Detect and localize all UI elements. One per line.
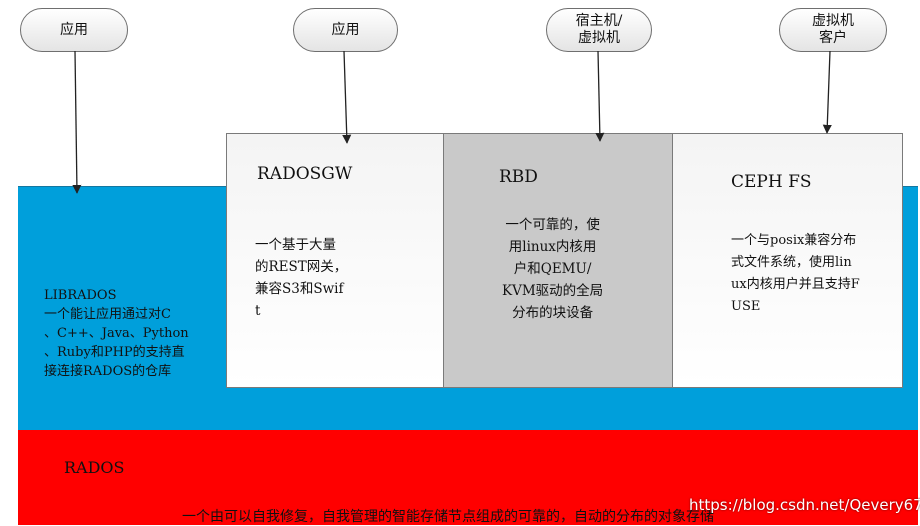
client-app-2: 应用 — [293, 8, 398, 52]
librados-text: LIBRADOS 一个能让应用通过对C 、C++、Java、Python 、Ru… — [44, 286, 189, 381]
rados-description: 一个由可以自我修复，自我管理的智能存储节点组成的可靠的，自动的分布的对象存储 — [182, 509, 714, 525]
watermark-text: https://blog.csdn.net/Qevery678 — [689, 496, 920, 514]
cephfs-description: 一个与posix兼容分布 式文件系统，使用lin ux内核用户并且支持F USE — [731, 233, 860, 314]
radosgw-description: 一个基于大量 的REST网关， 兼容S3和Swif t — [255, 237, 348, 319]
rbd-box: RBD 一个可靠的，使 用linux内核用 户和QEMU/ KVM驱动的全局 分… — [443, 133, 673, 388]
radosgw-title: RADOSGW — [257, 164, 353, 184]
librados-description: 一个能让应用通过对C 、C++、Java、Python 、Ruby和PHP的支持… — [44, 307, 189, 379]
client-vm-guest-label: 虚拟机 客户 — [812, 13, 854, 46]
client-host-vm: 宿主机/ 虚拟机 — [546, 8, 652, 52]
arrow-app1-to-librados — [72, 50, 82, 194]
client-app-2-label: 应用 — [331, 21, 360, 38]
client-app-1: 应用 — [20, 8, 128, 52]
client-host-vm-label: 宿主机/ 虚拟机 — [575, 13, 623, 46]
radosgw-box: RADOSGW 一个基于大量 的REST网关， 兼容S3和Swif t — [226, 133, 444, 388]
arrow-vm-to-cephfs — [822, 50, 832, 134]
client-app-1-label: 应用 — [60, 21, 88, 38]
librados-title: LIBRADOS — [44, 288, 117, 303]
rbd-title: RBD — [499, 167, 538, 187]
arrow-host-to-rbd — [595, 50, 605, 142]
rados-title: RADOS — [64, 458, 125, 477]
cephfs-box: CEPH FS 一个与posix兼容分布 式文件系统，使用lin ux内核用户并… — [672, 133, 903, 388]
rbd-description: 一个可靠的，使 用linux内核用 户和QEMU/ KVM驱动的全局 分布的块设… — [502, 217, 604, 321]
rados-layer: RADOS 一个由可以自我修复，自我管理的智能存储节点组成的可靠的，自动的分布的… — [18, 430, 918, 525]
client-vm-guest: 虚拟机 客户 — [779, 8, 887, 52]
arrow-app2-to-radosgw — [342, 50, 352, 144]
cephfs-title: CEPH FS — [731, 172, 812, 192]
